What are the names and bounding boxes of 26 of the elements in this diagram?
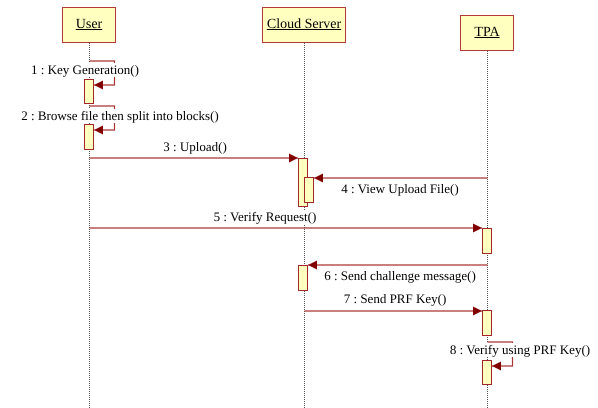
message-label: 4 : View Upload File(): [341, 182, 459, 196]
message-label: 7 : Send PRF Key(): [344, 292, 446, 306]
message-arrow: [314, 174, 488, 182]
message-arrow: [90, 154, 298, 162]
participant-name: User: [76, 17, 102, 33]
message-label: 3 : Upload(): [163, 140, 227, 154]
activation-bar: [482, 310, 492, 336]
lifeline-header: [262, 7, 346, 43]
message-label: 2 : Browse file then split into blocks(): [21, 109, 219, 123]
activation-bar: [482, 360, 492, 385]
message-label: 5 : Verify Request(): [214, 210, 316, 224]
lifeline-header: [62, 7, 116, 43]
activation-bar: [482, 228, 492, 254]
message-arrow: [304, 306, 482, 316]
message-label: 6 : Send challenge message(): [324, 269, 476, 283]
activation-bar: [84, 79, 94, 104]
message-label: 8 : Verify using PRF Key(): [450, 343, 590, 357]
activation-bar: [298, 265, 308, 291]
lifeline-header: [460, 15, 514, 51]
participant-name: Cloud Server: [266, 17, 342, 33]
message-arrow: [308, 260, 488, 270]
activation-bar: [84, 124, 94, 150]
message-label: 1 : Key Generation(): [31, 63, 139, 77]
participant-name: TPA: [474, 25, 500, 41]
activation-bar: [304, 177, 314, 203]
message-arrow: [90, 224, 482, 232]
